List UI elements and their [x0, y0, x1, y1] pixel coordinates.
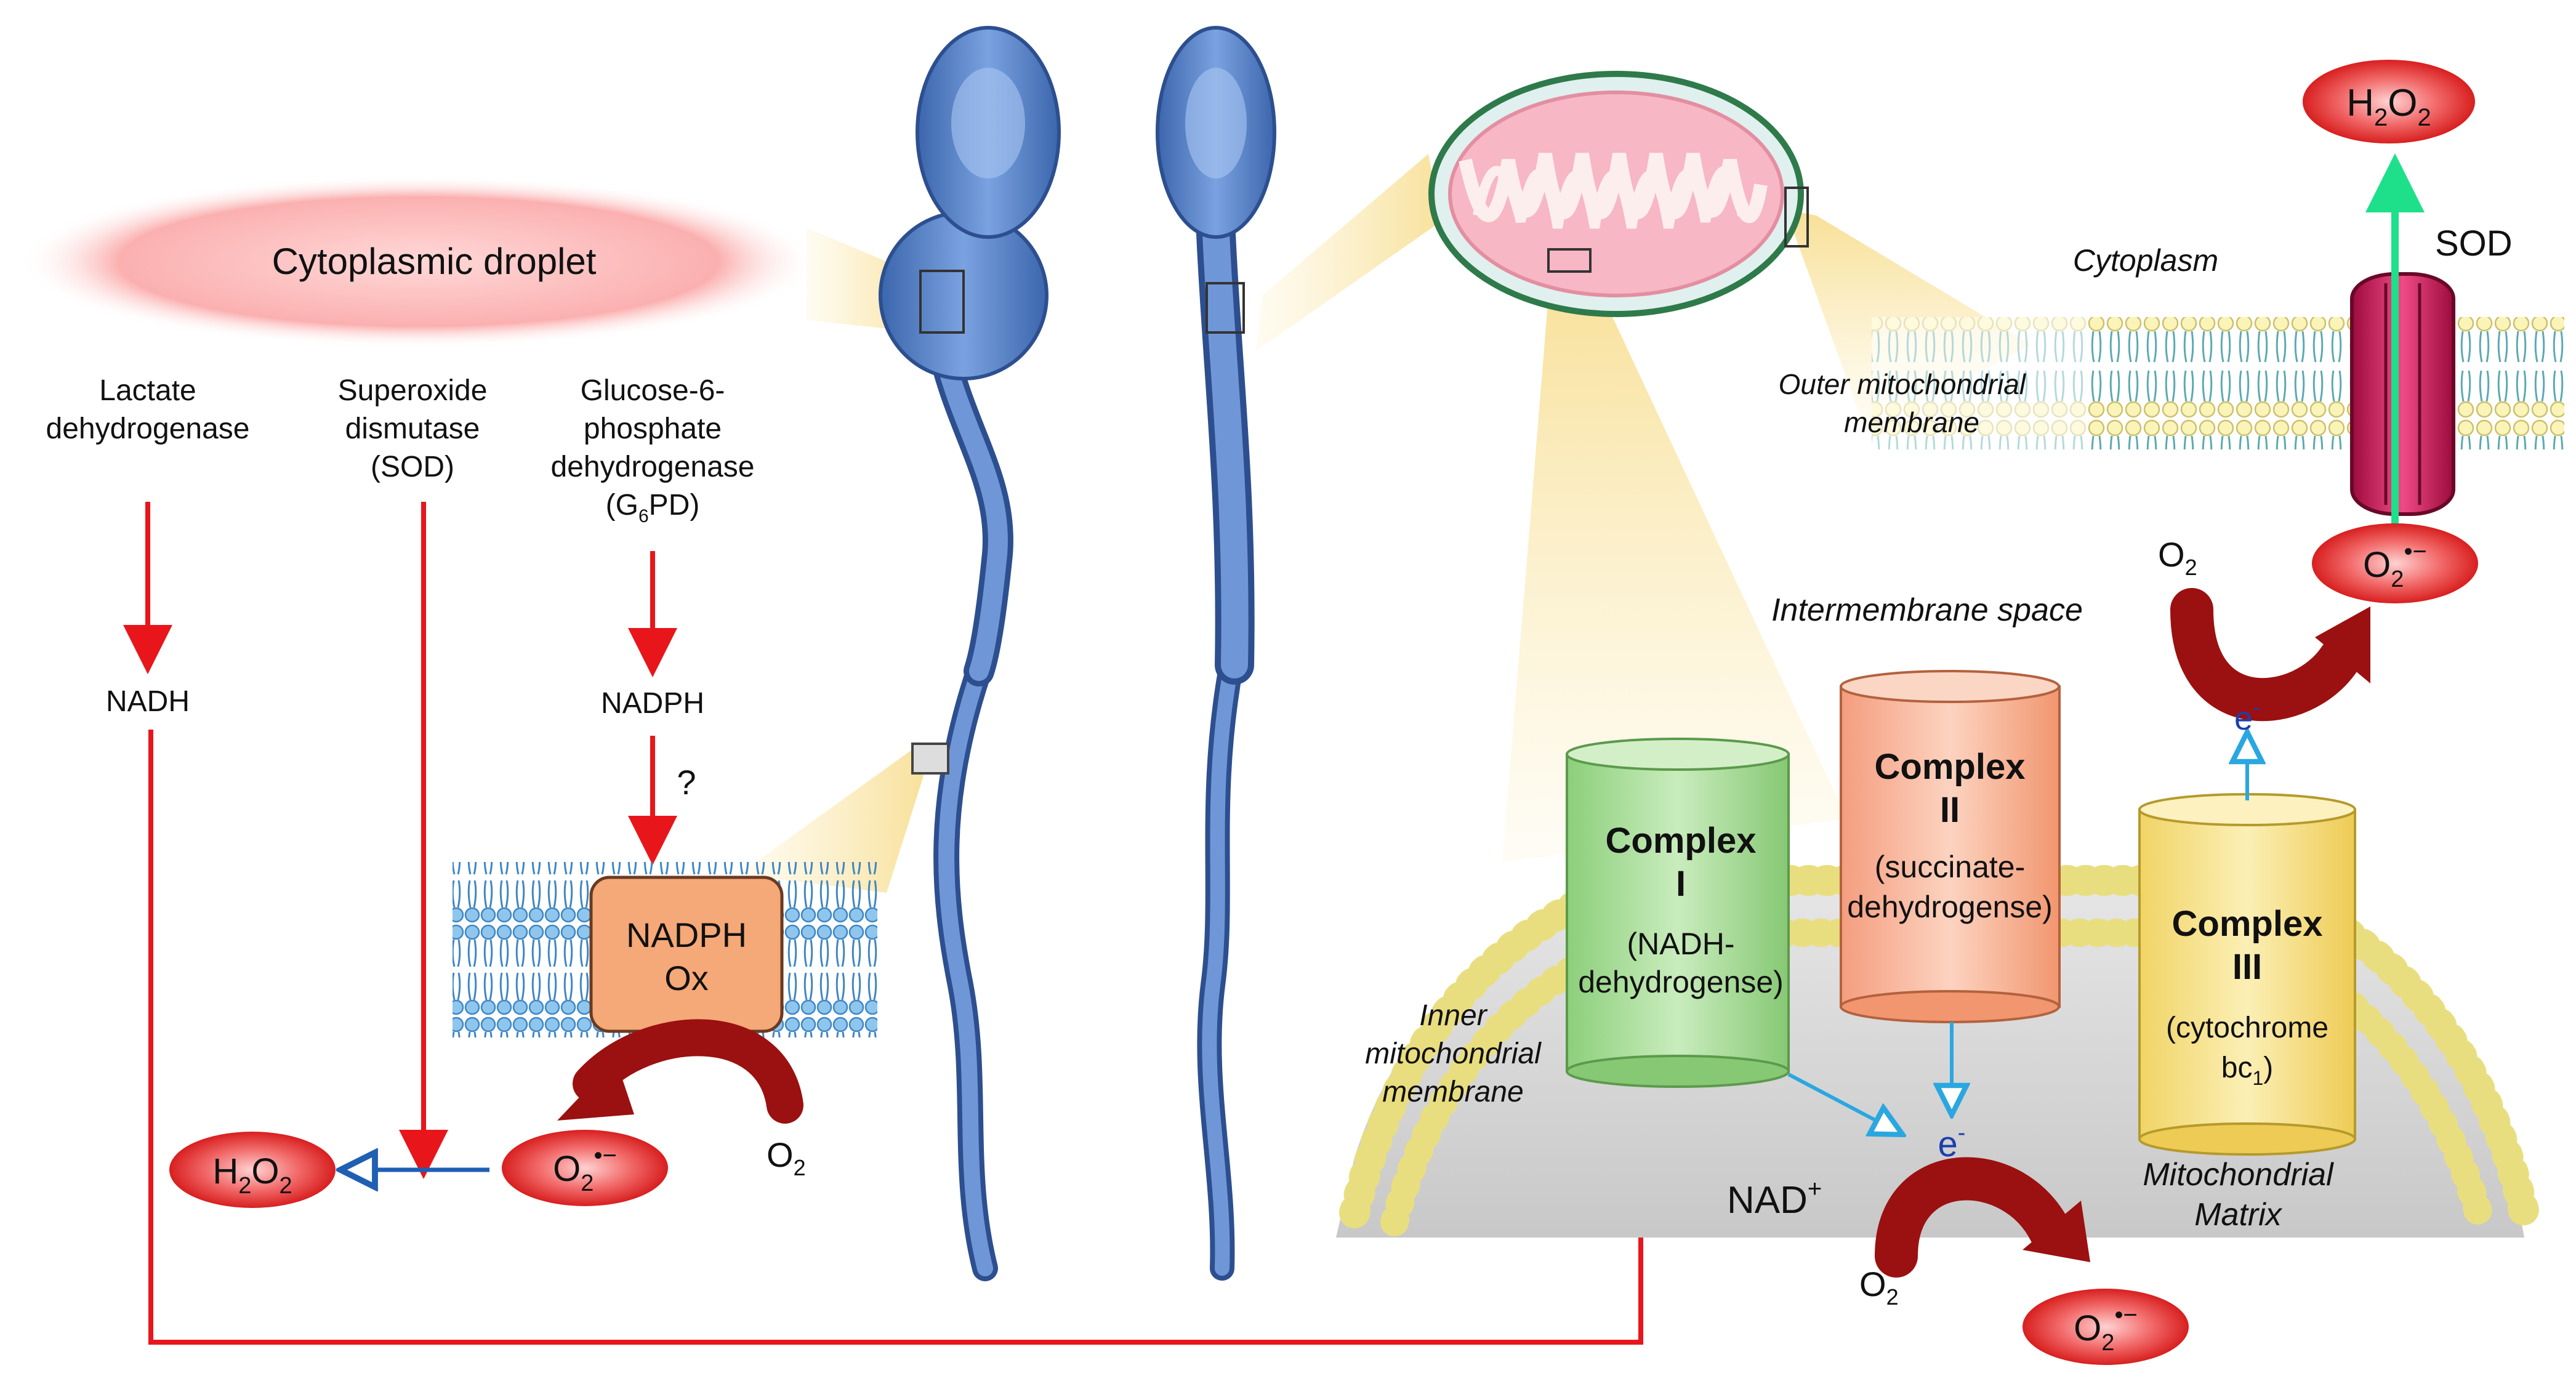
enzyme-g6pd-line1: Glucose-6-: [581, 374, 725, 407]
complex3-desc-line2: bc1): [2221, 1052, 2273, 1089]
mitochondrion: [1428, 71, 1809, 317]
nadh-label: NADH: [106, 685, 190, 718]
inner-membrane-label-line2: mitochondrial: [1365, 1037, 1542, 1070]
intermembrane-o2-label: O2: [2158, 535, 2197, 580]
matrix-superoxide-label: O2•−: [2074, 1302, 2138, 1356]
complex2-desc-line2: dehydrogense): [1847, 890, 2053, 924]
inner-membrane-zoom-beam: [1502, 252, 1847, 862]
matrix-o2-label: O2: [1859, 1265, 1899, 1310]
left-h2o2-oval: [169, 1132, 336, 1208]
matrix-o2-reduction-curve: [1875, 1157, 2072, 1278]
complex2-title-line1: Complex: [1875, 747, 2026, 787]
enzyme-g6pd-line4: (G6PD): [606, 489, 700, 526]
matrix-o2-reduction-arrowhead: [2023, 1201, 2090, 1262]
inner-membrane-zoom-box: [1547, 248, 1592, 273]
top-h2o2-label: H2O2: [2346, 82, 2431, 131]
outer-membrane-label-line2: membrane: [1844, 406, 1979, 438]
complex1-title-line1: Complex: [1606, 821, 1757, 861]
complex1-desc-line2: dehydrogense): [1578, 965, 1784, 999]
nadph-ox-line1: NADPH: [626, 916, 747, 954]
inner-membrane-label-line1: Inner: [1419, 999, 1487, 1032]
left-h2o2-label: H2O2: [212, 1151, 292, 1199]
cytoplasmic-droplet-oval: [18, 175, 819, 348]
intermembrane-superoxide-label: O2•−: [2363, 538, 2427, 592]
intermembrane-o2-reduction-curve: [2170, 588, 2361, 722]
complex2-desc-line1: (succinate-: [1875, 850, 2026, 884]
outer-membrane-zoom-box: [1784, 187, 1809, 248]
complex1-title-line2: I: [1676, 864, 1686, 904]
complex-1: [1566, 738, 1790, 1088]
intermembrane-o2-reduction-arrowhead: [2315, 606, 2370, 683]
sperm-with-droplet: [879, 26, 1061, 1281]
matrix-label-line1: Mitochondrial: [2143, 1157, 2334, 1193]
left-o2-reduction-curve: [573, 1019, 803, 1124]
nadph-label: NADPH: [601, 687, 704, 720]
complex1-electron-arrow: [1787, 1073, 1899, 1133]
enzyme-g6pd-line3: dehydrogenase: [551, 451, 755, 483]
complex3-title-line1: Complex: [2172, 904, 2323, 944]
complex-2: [1840, 670, 2061, 1023]
enzyme-g6pd-line2: phosphate: [584, 413, 722, 445]
sod-label: SOD: [2435, 223, 2513, 264]
enzyme-sod-line1: Superoxide: [338, 374, 488, 407]
mitochondrion-zoom-box: [1205, 282, 1245, 334]
sperm-mature: [1156, 26, 1276, 1281]
droplet-zoom-box: [919, 270, 965, 334]
intermembrane-space-label: Intermembrane space: [1771, 592, 2083, 628]
nadph-ox-line2: Ox: [664, 959, 709, 997]
midpiece-zoom-box: [911, 743, 949, 775]
matrix-label-line2: Matrix: [2194, 1197, 2283, 1233]
left-o2-label: O2: [767, 1135, 806, 1180]
complex-3: [2138, 793, 2356, 1156]
top-h2o2-oval: [2303, 60, 2475, 143]
left-superoxide-label: O2•−: [553, 1142, 617, 1196]
left-superoxide-oval: [502, 1130, 668, 1206]
unknown-step-label: ?: [677, 763, 696, 802]
enzyme-sod-line2: dismutase: [345, 413, 480, 445]
sod-channel: [2350, 272, 2455, 516]
left-o2-reduction-arrowhead: [557, 1059, 634, 1121]
inner-membrane-label-line3: membrane: [1382, 1076, 1523, 1108]
nad-plus-label: NAD+: [1727, 1175, 1822, 1222]
cytoplasm-label: Cytoplasm: [2073, 243, 2218, 278]
complex1-desc-line1: (NADH-: [1627, 927, 1735, 961]
complex3-desc-line1: (cytochrome: [2166, 1012, 2328, 1044]
matrix-electron-label: e-: [1938, 1120, 1966, 1164]
enzyme-ldh-line2: dehydrogenase: [46, 413, 250, 445]
enzyme-sod-line3: (SOD): [371, 451, 454, 483]
outer-membrane-label-line1: Outer mitochondrial: [1779, 368, 2027, 400]
intermembrane-superoxide-oval: [2312, 523, 2478, 603]
intermembrane-electron-label: e-: [2234, 695, 2260, 737]
complex2-title-line2: II: [1940, 790, 1960, 830]
cytoplasmic-droplet-label: Cytoplasmic droplet: [272, 241, 597, 282]
enzyme-ldh-line1: Lactate: [99, 374, 196, 407]
mitochondrion-zoom-beam: [1256, 154, 1441, 351]
outer-membrane-fade: [1872, 317, 2087, 449]
complex3-title-line2: III: [2232, 947, 2262, 987]
nadph-oxidase-box: [589, 876, 784, 1033]
midpiece-zoom-beam: [739, 748, 924, 893]
matrix-superoxide-oval: [2023, 1289, 2189, 1365]
